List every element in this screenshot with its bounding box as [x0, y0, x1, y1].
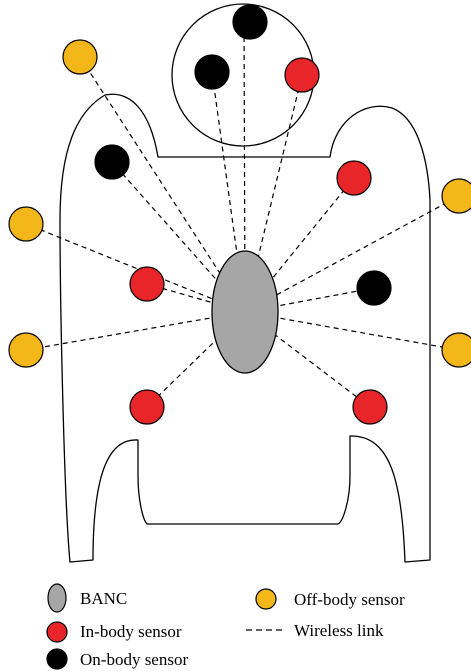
- on-body-sensor: [95, 145, 129, 179]
- banc-legend-icon: [48, 584, 66, 612]
- off-body-sensor: [9, 207, 43, 241]
- legend-off-body-label: Off-body sensor: [294, 590, 405, 609]
- legend: BANC In-body sensor On-body sensor Off-b…: [47, 584, 405, 669]
- off-body-sensor: [442, 179, 471, 213]
- on-body-legend-icon: [47, 649, 67, 669]
- in-body-sensor: [130, 267, 164, 301]
- on-body-sensor: [233, 5, 267, 39]
- legend-in-body-label: In-body sensor: [80, 622, 182, 641]
- legend-wireless-label: Wireless link: [294, 621, 384, 640]
- in-body-sensor: [285, 58, 319, 92]
- off-body-legend-icon: [256, 589, 276, 609]
- off-body-sensor: [9, 333, 43, 367]
- legend-banc-label: BANC: [80, 589, 127, 608]
- on-body-sensor: [357, 271, 391, 305]
- in-body-legend-icon: [47, 622, 67, 642]
- off-body-sensor: [442, 333, 471, 367]
- in-body-sensor: [337, 161, 371, 195]
- legend-on-body-label: On-body sensor: [80, 650, 188, 669]
- banc-node: [212, 251, 278, 373]
- in-body-sensor: [130, 390, 164, 424]
- off-body-sensor: [63, 40, 97, 74]
- in-body-sensor: [353, 390, 387, 424]
- on-body-sensor: [195, 55, 229, 89]
